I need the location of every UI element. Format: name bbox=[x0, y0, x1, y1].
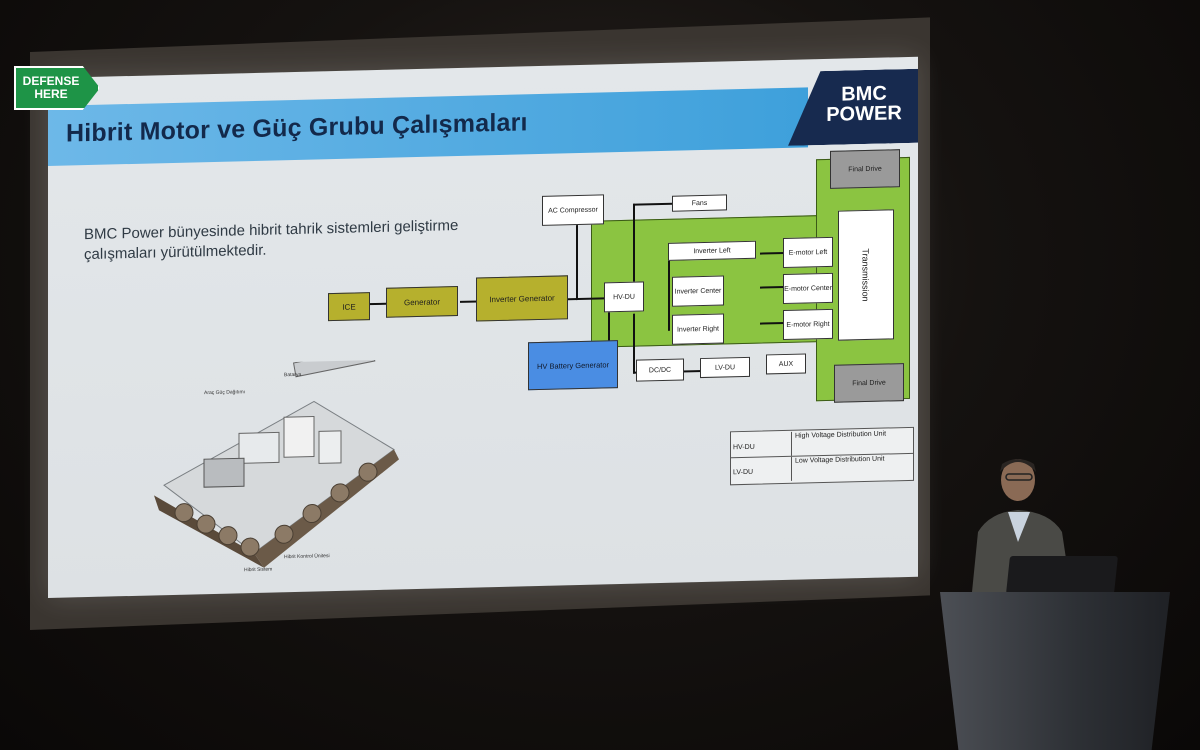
hibrit-kontrol-label: Hibrit Kontrol Ünitesi bbox=[284, 552, 330, 560]
transmission-label: Transmission bbox=[861, 248, 871, 302]
laptop bbox=[1006, 556, 1118, 594]
lv-du-box: LV-DU bbox=[700, 356, 750, 379]
connector bbox=[668, 250, 670, 331]
transmission-box: Transmission bbox=[838, 209, 894, 341]
generator-box: Generator bbox=[386, 285, 458, 318]
logo-line-2: HERE bbox=[34, 87, 68, 101]
connector bbox=[633, 313, 635, 374]
legend-value: High Voltage Distribution Unit bbox=[791, 428, 909, 456]
hybrid-tracked-vehicle-illustration: Batarya Araç Güç Dağıtımı Hibrit Kontrol… bbox=[154, 359, 399, 574]
inverter-center-box: Inverter Center bbox=[672, 275, 724, 307]
batarya-label: Batarya bbox=[284, 372, 301, 378]
emotor-right-box: E-motor Right bbox=[783, 308, 833, 341]
inverter-generator-box: Inverter Generator bbox=[476, 275, 568, 322]
ac-compressor-box: AC Compressor bbox=[542, 194, 604, 226]
legend-value: Low Voltage Distribution Unit bbox=[791, 453, 909, 481]
hibrit-sistem-label: Hibrit Sistem bbox=[244, 567, 272, 574]
fans-box: Fans bbox=[672, 194, 727, 212]
inverter-left-box: Inverter Left bbox=[668, 240, 756, 261]
connector bbox=[576, 225, 578, 301]
emotor-left-box: E-motor Left bbox=[783, 236, 833, 269]
dcdc-box: DC/DC bbox=[636, 358, 684, 382]
legend-key: HV-DU bbox=[733, 443, 755, 452]
inverter-right-box: Inverter Right bbox=[672, 313, 724, 345]
aux-box: AUX bbox=[766, 353, 806, 375]
podium bbox=[940, 592, 1170, 750]
connector bbox=[633, 203, 635, 288]
legend-key: LV-DU bbox=[733, 468, 754, 477]
hv-battery-box: HV Battery Generator bbox=[528, 340, 618, 391]
logo-line-1: DEFENSE bbox=[22, 74, 80, 88]
connector bbox=[368, 302, 386, 306]
ice-box: ICE bbox=[328, 292, 370, 322]
emotor-center-box: E-motor Center bbox=[783, 272, 833, 305]
defense-here-logo: DEFENSE HERE bbox=[14, 66, 100, 110]
arac-guc-dagitim-label: Araç Güç Dağıtımı bbox=[204, 389, 245, 396]
legend-row: LV-DU Low Voltage Distribution Unit bbox=[731, 453, 913, 482]
final-drive-top-box: Final Drive bbox=[830, 149, 900, 189]
final-drive-bottom-box: Final Drive bbox=[834, 363, 904, 403]
abbreviation-legend: HV-DU High Voltage Distribution Unit LV-… bbox=[730, 426, 914, 486]
presentation-slide: Hibrit Motor ve Güç Grubu Çalışmaları BM… bbox=[48, 56, 918, 598]
hv-du-box: HV-DU bbox=[604, 281, 644, 313]
